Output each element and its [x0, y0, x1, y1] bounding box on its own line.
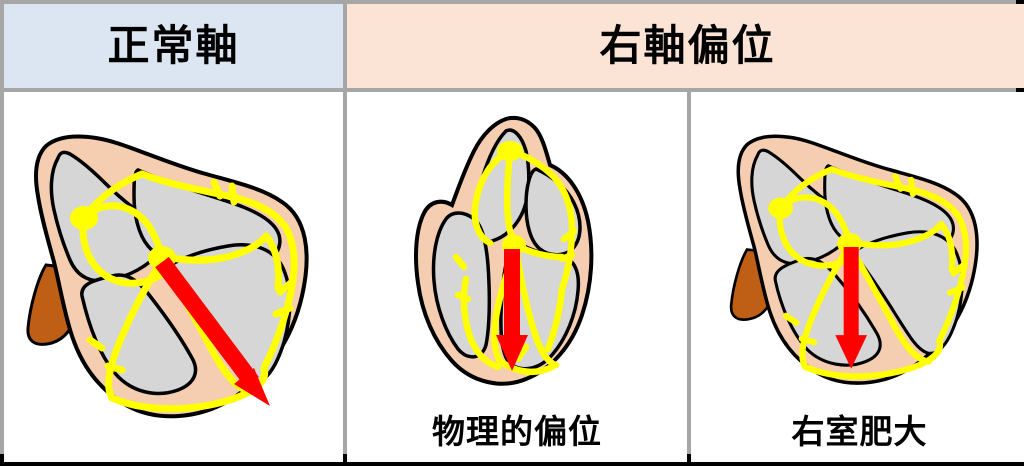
heart-diagram-physical-deviation [414, 115, 594, 386]
panel-right-ventricular-hypertrophy: 右室肥大 [691, 92, 1024, 462]
axis-arrow-vertical [496, 248, 528, 371]
conduction-system-icon [452, 147, 578, 375]
heart-diagram-normal-axis [25, 134, 309, 419]
sa-node-icon [497, 140, 523, 161]
panel-physical-deviation: 物理的偏位 [347, 92, 687, 462]
panel-normal-axis [4, 92, 343, 462]
heart-oblique-group [25, 134, 309, 419]
heart-vertical-group [414, 115, 594, 386]
header-label-normal-axis: 正常軸 [107, 21, 240, 70]
heart-diagram-rvh [729, 134, 979, 385]
table-grid: 正常軸 右軸偏位 [4, 4, 1024, 462]
header-cell-right-axis-deviation: 右軸偏位 [347, 4, 1024, 88]
caption-right-ventricular-hypertrophy: 右室肥大 [791, 412, 928, 451]
heart-holder-physical-deviation [347, 92, 687, 415]
header-label-right-axis-deviation: 右軸偏位 [599, 21, 776, 70]
sa-node-icon [69, 206, 98, 230]
header-cell-normal-axis: 正常軸 [4, 4, 343, 88]
heart-oblique-group [729, 134, 979, 385]
conduction-system-icon [776, 165, 969, 380]
heart-holder-normal-axis [4, 92, 343, 448]
sa-node-icon [767, 197, 793, 219]
axis-arrow-normal [154, 256, 270, 406]
caption-physical-deviation: 物理的偏位 [432, 412, 602, 451]
axis-arrow-vertical [834, 246, 867, 369]
chamber-left-ventricle [850, 229, 964, 355]
heart-holder-rvh [691, 92, 1024, 415]
